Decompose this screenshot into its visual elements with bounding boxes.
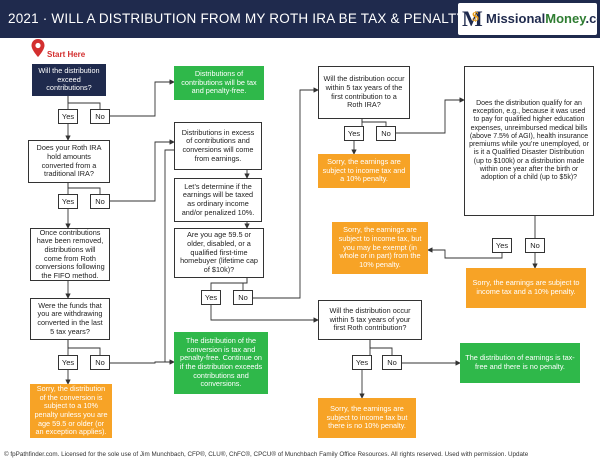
start-label: Start Here <box>47 50 86 59</box>
footer-copyright: © fpPathfinder.com. Licensed for the sol… <box>4 451 529 458</box>
q5-within-5-years-first-contribution: Will the distribution occur within 5 tax… <box>318 66 410 119</box>
q5-no: No <box>376 126 396 141</box>
logo-text-b: Money <box>545 11 586 26</box>
logo-mark-icon: M$ <box>462 6 483 31</box>
result-conversion-tax-free: The distribution of the conversion is ta… <box>174 332 268 394</box>
q1-no: No <box>90 109 110 124</box>
q7-exception-qualify: Does the distribution qualify for an exc… <box>464 66 594 216</box>
q7-no: No <box>525 238 545 253</box>
q4-age-disabled-homebuyer: Are you age 59.5 or older, disabled, or … <box>174 228 264 278</box>
logo-text-c: .com <box>585 11 600 26</box>
q5-yes: Yes <box>344 126 364 141</box>
info-determine-earnings: Let’s determine if the earnings will be … <box>174 178 262 222</box>
q4-no: No <box>233 290 253 305</box>
q6-no: No <box>382 355 402 370</box>
q2-yes: Yes <box>58 194 78 209</box>
q1-exceed-contributions: Will the distribution exceed contributio… <box>32 64 106 96</box>
result-q6-income-tax-no-penalty: Sorry, the earnings are subject to incom… <box>318 398 416 438</box>
result-earnings-tax-free: The distribution of earnings is tax-free… <box>460 343 580 383</box>
logo-text-a: Missional <box>486 11 546 26</box>
q2-converted-amounts: Does your Roth IRA hold amounts converte… <box>28 140 110 183</box>
result-conversion-penalty: Sorry, the distribution of the conversio… <box>30 384 112 438</box>
result-contributions-tax-free: Distributions of contributions will be t… <box>174 66 264 100</box>
result-q5-tax-and-penalty: Sorry, the earnings are subject to incom… <box>318 154 410 188</box>
q3-no: No <box>90 355 110 370</box>
q3-converted-last-5-years: Were the funds that you are withdrawing … <box>30 298 110 340</box>
q3-yes: Yes <box>58 355 78 370</box>
result-q7-tax-and-penalty: Sorry, the earnings are subject to incom… <box>466 268 586 308</box>
info-fifo-conversions: Once contributions have been removed, di… <box>30 228 110 281</box>
location-pin-icon <box>31 39 45 57</box>
q6-within-5-years-first-roth: Will the distribution occur within 5 tax… <box>318 300 422 340</box>
info-earnings-excess: Distributions in excess of contributions… <box>174 122 262 170</box>
q2-no: No <box>90 194 110 209</box>
q1-yes: Yes <box>58 109 78 124</box>
page-title: 2021 · WILL A DISTRIBUTION FROM MY ROTH … <box>8 11 514 26</box>
header-bar: 2021 · WILL A DISTRIBUTION FROM MY ROTH … <box>0 0 600 38</box>
logo: M$ MissionalMoney.com <box>458 3 600 35</box>
q4-yes: Yes <box>201 290 221 305</box>
result-q5-may-be-exempt: Sorry, the earnings are subject to incom… <box>332 222 428 274</box>
q7-yes: Yes <box>492 238 512 253</box>
q6-yes: Yes <box>352 355 372 370</box>
